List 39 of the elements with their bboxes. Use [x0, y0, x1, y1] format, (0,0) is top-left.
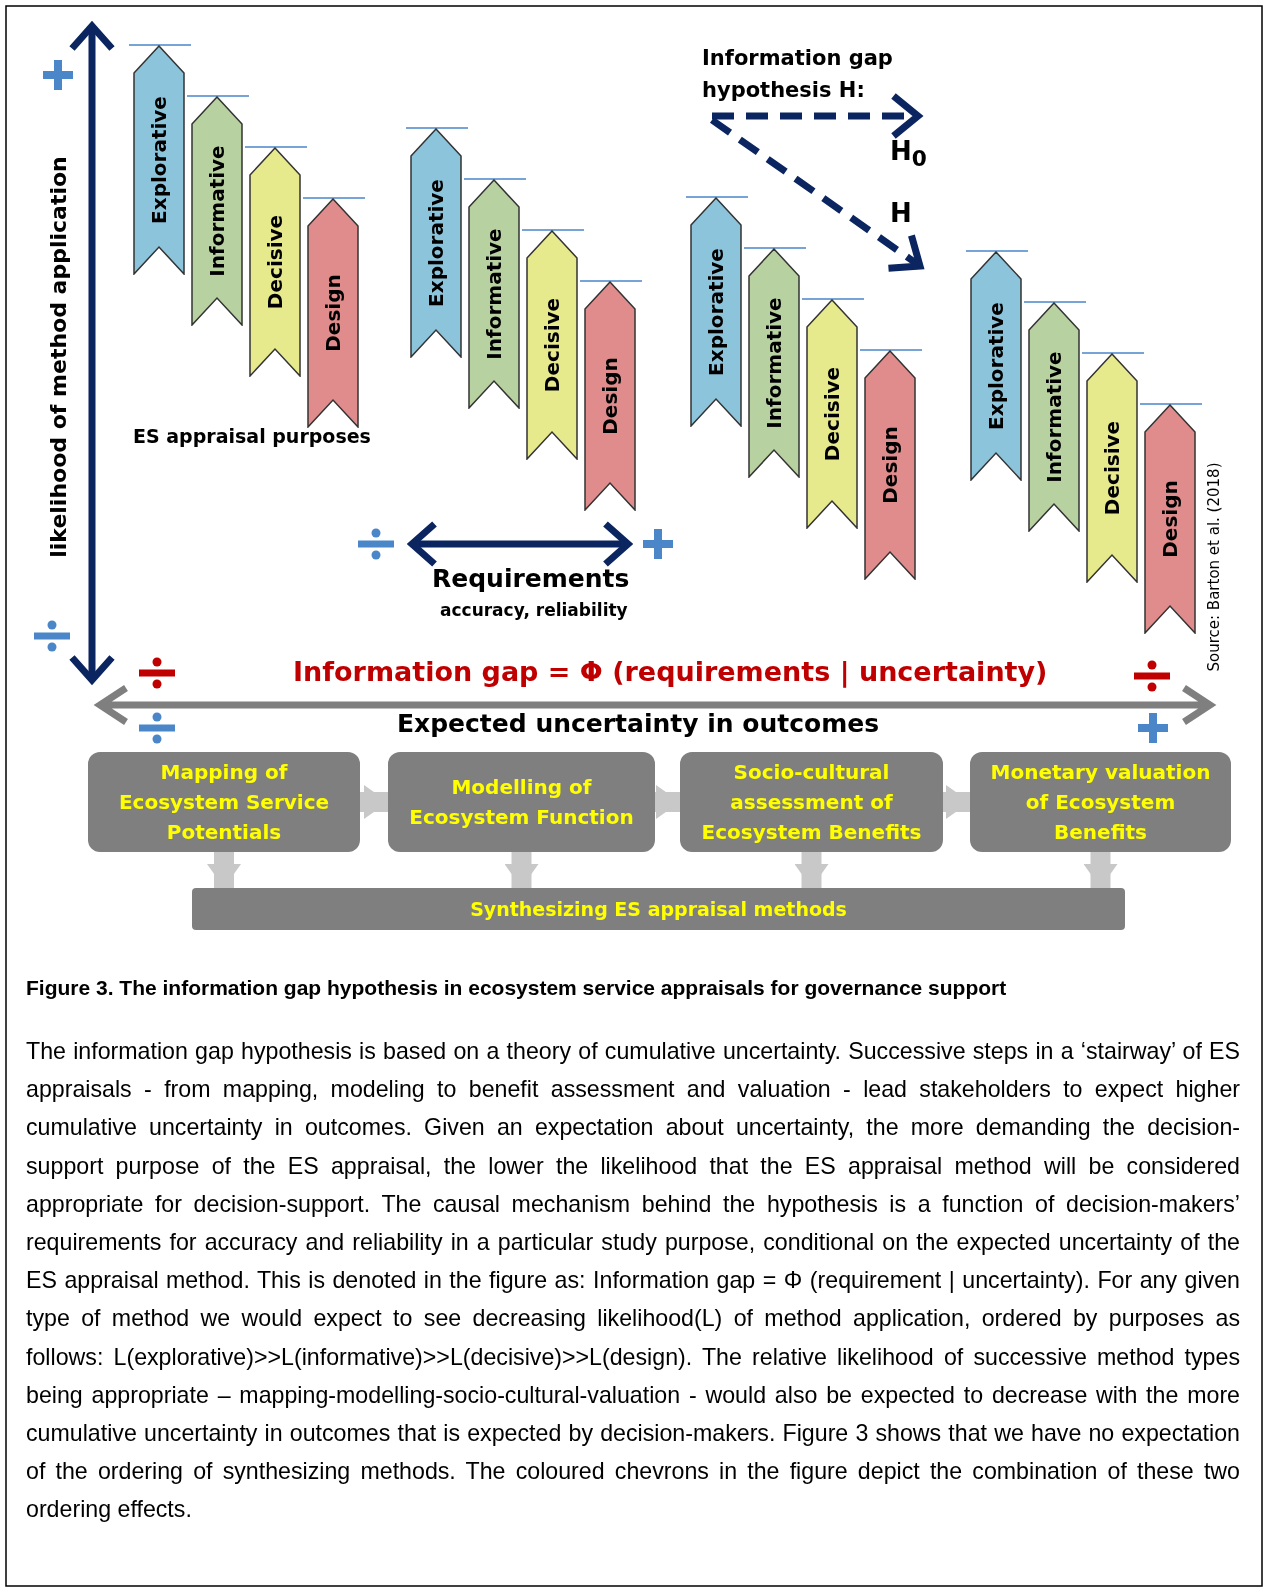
equation-label: Information gap = Φ (requirements | uncertainty)	[293, 656, 1048, 687]
purpose-banner: Informative	[748, 248, 800, 478]
block-arrow	[504, 852, 539, 888]
purpose-banner: Design	[307, 198, 359, 428]
purpose-banner: Explorative	[410, 128, 462, 358]
axis-label: accuracy, reliability	[440, 600, 628, 620]
block-arrow	[943, 785, 970, 819]
group-label: ES appraisal purposes	[133, 425, 371, 447]
method-box: Monetary valuation of Ecosystem Benefits	[970, 752, 1231, 852]
body-paragraph: The information gap hypothesis is based on a theory of cumulative uncertainty. Successive steps in a ‘stairway’ of ES appraisals - from mapping, modeling to benefit assessment and valuation - lead stakeholders to expect higher cumulative uncertainty in outcomes. Given an expectation about uncertainty, the more demanding the decision-support purpose of the ES appraisal, the lower the likelihood that the ES appraisal method will be considered appropriate for decision-support. The causal mechanism behind the hypothesis is a function of decision-makers’ requirements for accuracy and reliability in a particular study purpose, conditional on the expected uncertainty of the ES appraisal method. This is denoted in the figure as: Information gap = Φ (requirement | uncertainty). For any given type of method we would expect to see decreasing likelihood(L) of method application, ordered by purposes as follows: L(explorative)>>L(informative)>>L(decisive)>>L(design). The relative likelihood of successive method types being appropriate – mapping-modelling-socio-cultural-valuation - would also be expected to decrease with the more cumulative uncertainty in outcomes that is expected by decision-makers. Figure 3 shows that we have no expectation of the ordering of synthesizing methods. The coloured chevrons in the figure depict the combination of these two ordering effects.	[26, 1037, 1240, 1525]
block-arrow	[1083, 852, 1118, 888]
purpose-banner: Design	[864, 350, 916, 580]
purpose-banner: Informative	[1028, 302, 1080, 532]
figure-caption: Figure 3. The information gap hypothesis in ecosystem service appraisals for governance support	[26, 976, 1007, 1000]
block-arrow	[794, 852, 829, 888]
hypothesis-label: H	[890, 198, 912, 228]
purpose-banner: Decisive	[1086, 353, 1138, 583]
purpose-banner: Decisive	[249, 147, 301, 377]
synthesis-bar: Synthesizing ES appraisal methods	[192, 888, 1125, 930]
method-box: Mapping of Ecosystem Service Potentials	[88, 752, 360, 852]
axis-label: likelihood of method application	[45, 156, 71, 558]
method-box: Modelling of Ecosystem Function	[388, 752, 655, 852]
purpose-banner: Informative	[468, 179, 520, 409]
axis-label: Requirements	[432, 564, 630, 593]
block-arrow	[360, 785, 388, 819]
hypothesis-label: Information gap hypothesis H:	[702, 45, 894, 104]
purpose-banner: Design	[584, 281, 636, 511]
purpose-banner: Decisive	[526, 230, 578, 460]
hypothesis-label: H$_{0}$	[890, 136, 927, 172]
purpose-banner: Explorative	[970, 251, 1022, 481]
axis-label: Expected uncertainty in outcomes	[397, 709, 880, 738]
block-arrow	[207, 852, 241, 888]
block-arrow	[655, 785, 680, 819]
purpose-banner: Design	[1144, 404, 1196, 634]
purpose-banner: Explorative	[133, 45, 185, 275]
purpose-banner: Informative	[191, 96, 243, 326]
method-box: Socio-cultural assessment of Ecosystem Benefits	[680, 752, 943, 852]
purpose-banner: Explorative	[690, 197, 742, 427]
purpose-banner: Decisive	[806, 299, 858, 529]
